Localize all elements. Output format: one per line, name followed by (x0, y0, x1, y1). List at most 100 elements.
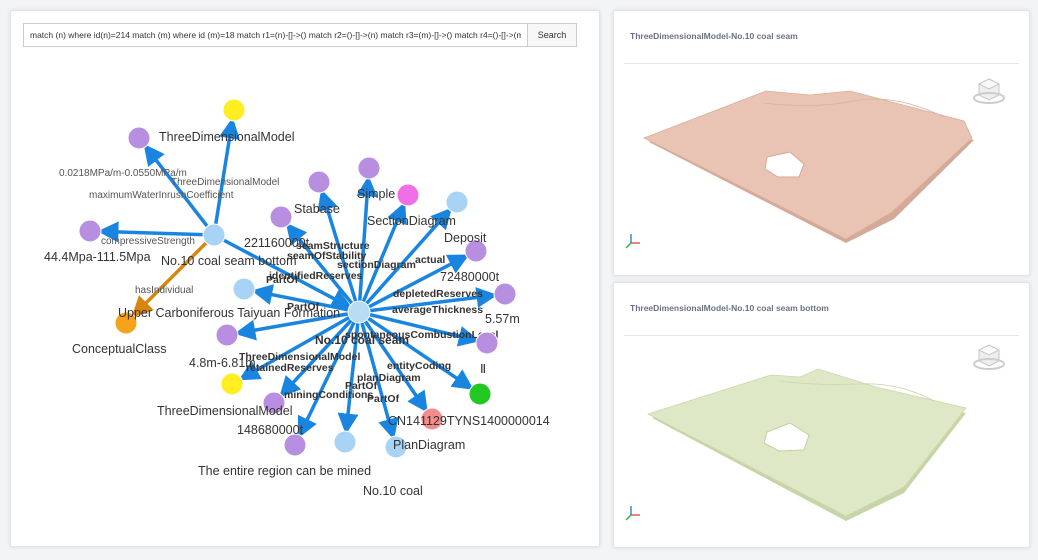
graph-node[interactable] (127, 126, 151, 150)
graph-edge[interactable] (358, 254, 470, 314)
model-viewport[interactable] (614, 11, 1029, 275)
edge-label: PartOf (266, 274, 299, 286)
graph-node[interactable] (347, 300, 371, 324)
node-label: PlanDiagram (393, 438, 465, 452)
node-label: 4.8m-6.81m (189, 356, 256, 370)
graph-node[interactable] (222, 98, 246, 122)
node-label: ConceptualClass (72, 342, 167, 356)
graph-edge[interactable] (317, 189, 361, 313)
edge-label: sectionDiagram (337, 259, 416, 271)
edge-label: PartOf (367, 393, 400, 405)
graph-edge[interactable] (97, 221, 215, 243)
terrain-ridge (763, 98, 945, 118)
edge-label: miningConditions (284, 389, 373, 401)
graph-node[interactable] (78, 219, 102, 243)
graph-node[interactable] (215, 323, 239, 347)
edge-label: PartOf (345, 380, 378, 392)
graph-edge[interactable] (238, 310, 360, 381)
node-label: Ⅱ (480, 362, 486, 376)
mined-out-region (763, 422, 810, 452)
model-title: ThreeDimensionalModel-No.10 coal seam bo… (630, 303, 829, 313)
graph-node[interactable] (464, 239, 488, 263)
edge-label: spontaneousCombustionLevel (345, 329, 499, 341)
graph-edge[interactable] (143, 143, 216, 237)
knowledge-graph[interactable]: ThreeDimensionalModel maximumWaterInrushC… (11, 11, 599, 546)
node-label: SectionDiagram (367, 214, 456, 228)
graph-edge[interactable] (212, 117, 240, 236)
edge-label: ThreeDimensionalModel (171, 177, 279, 188)
graph-node[interactable] (468, 382, 492, 406)
node-label: Simple (357, 187, 395, 201)
view-cube-icon[interactable] (973, 78, 1005, 104)
edge-label: identifiedReserves (269, 270, 363, 282)
node-label: No.10 coal seam bottom (161, 254, 297, 268)
graph-node[interactable] (202, 223, 226, 247)
graph-node[interactable] (420, 407, 444, 431)
view-cube-icon[interactable] (973, 344, 1005, 370)
graph-edge[interactable] (358, 287, 498, 314)
edge-label: PartOf (287, 301, 320, 313)
edge-label: maximumWaterInrushCoefficient (89, 190, 234, 201)
graph-edge[interactable] (357, 311, 428, 413)
node-label: Upper Carboniferous Taiyuan Formation (118, 306, 340, 320)
edge-label: ThreeDimensionalModel (239, 351, 360, 363)
edge-label: entityCoding (387, 360, 451, 372)
model-panel-coal-seam-bottom: ThreeDimensionalModel-No.10 coal seam bo… (613, 282, 1030, 548)
axis-gizmo-icon (625, 234, 640, 249)
graph-node[interactable] (262, 391, 286, 415)
graph-panel: ThreeDimensionalModel maximumWaterInrushC… (10, 10, 600, 547)
edge-label: 0.0218MPa/m-0.0550MPa/m (59, 168, 187, 179)
graph-edge[interactable] (358, 310, 474, 390)
edge-label: actual (415, 254, 445, 266)
node-label: 72480000t (440, 270, 500, 284)
graph-edge[interactable] (234, 310, 360, 341)
graph-node[interactable] (114, 311, 138, 335)
divider (624, 63, 1019, 64)
graph-edge[interactable] (213, 233, 353, 309)
node-label: 44.4Mpa-111.5Mpa (44, 250, 151, 264)
node-label: Deposit (444, 231, 487, 245)
graph-node[interactable] (220, 372, 244, 396)
graph-edge[interactable] (356, 175, 378, 313)
graph-edge[interactable] (251, 284, 360, 314)
graph-node[interactable] (307, 170, 331, 194)
terrain-surface (643, 90, 973, 240)
graph-edge[interactable] (357, 201, 407, 313)
node-label: Stabase (294, 202, 340, 216)
graph-edge[interactable] (357, 207, 453, 314)
graph-edge[interactable] (358, 310, 480, 347)
search-button[interactable]: Search (527, 23, 577, 47)
node-label: CN141129TYNS1400000014 (388, 414, 550, 428)
node-label: 5.57m (485, 312, 520, 326)
graph-node[interactable] (283, 433, 307, 457)
graph-edge[interactable] (279, 310, 361, 398)
cypher-query-input[interactable] (23, 23, 527, 47)
graph-edge[interactable] (285, 222, 361, 314)
model-panel-coal-seam: ThreeDimensionalModel-No.10 coal seam (613, 10, 1030, 276)
graph-node[interactable] (232, 277, 256, 301)
graph-edge[interactable] (337, 311, 361, 435)
node-label: ThreeDimensionalModel (159, 130, 294, 144)
node-label: No.10 coal (363, 484, 423, 498)
model-viewport[interactable] (614, 283, 1029, 547)
node-label: 148680000t (237, 423, 304, 437)
divider (624, 335, 1019, 336)
edge-label: depletedReserves (393, 288, 483, 300)
graph-node[interactable] (357, 156, 381, 180)
edge-label: seamStructure (296, 240, 370, 252)
graph-node[interactable] (333, 430, 357, 454)
graph-node[interactable] (475, 331, 499, 355)
model-title: ThreeDimensionalModel-No.10 coal seam (630, 31, 798, 41)
node-label: The entire region can be mined (198, 464, 371, 478)
query-bar: Search (23, 23, 577, 47)
graph-node[interactable] (384, 435, 408, 459)
edge-label: planDiagram (357, 372, 421, 384)
graph-node[interactable] (493, 282, 517, 306)
graph-edge[interactable] (357, 311, 399, 440)
graph-node[interactable] (269, 205, 293, 229)
graph-node[interactable] (396, 183, 420, 207)
graph-edge-hasIndividual[interactable] (131, 233, 216, 318)
node-label: ThreeDimensionalModel (157, 404, 292, 418)
graph-edge[interactable] (297, 311, 361, 439)
graph-node[interactable] (445, 190, 469, 214)
